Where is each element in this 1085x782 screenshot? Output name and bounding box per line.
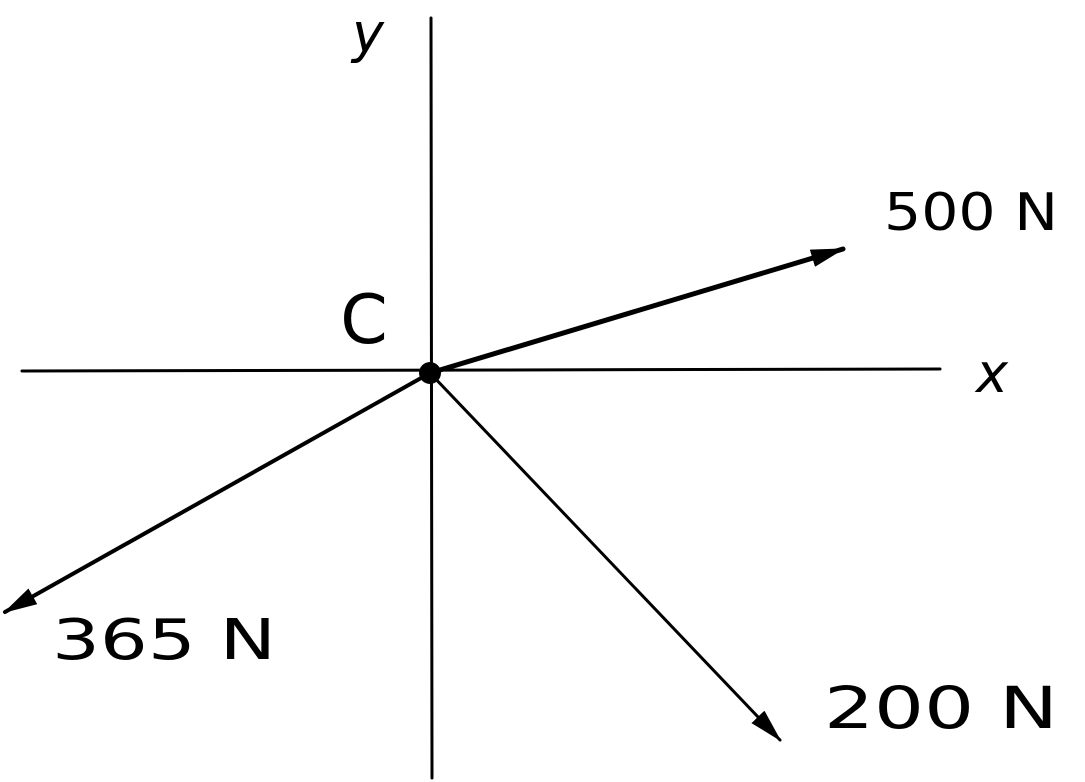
force-vector-200n (428, 371, 782, 742)
force-vector-500n (427, 246, 846, 376)
force-365n-label: 365 N (52, 608, 276, 673)
point-c-label: C (340, 281, 387, 360)
force-vector-365n (3, 371, 432, 614)
y-axis (429, 16, 434, 780)
x-axis-label: x (974, 342, 1009, 405)
point-c (419, 362, 441, 384)
force-200n-label: 200 N (824, 674, 1058, 742)
y-axis-label: y (350, 2, 385, 65)
x-axis (20, 367, 942, 373)
force-500n-label: 500 N (884, 183, 1058, 243)
